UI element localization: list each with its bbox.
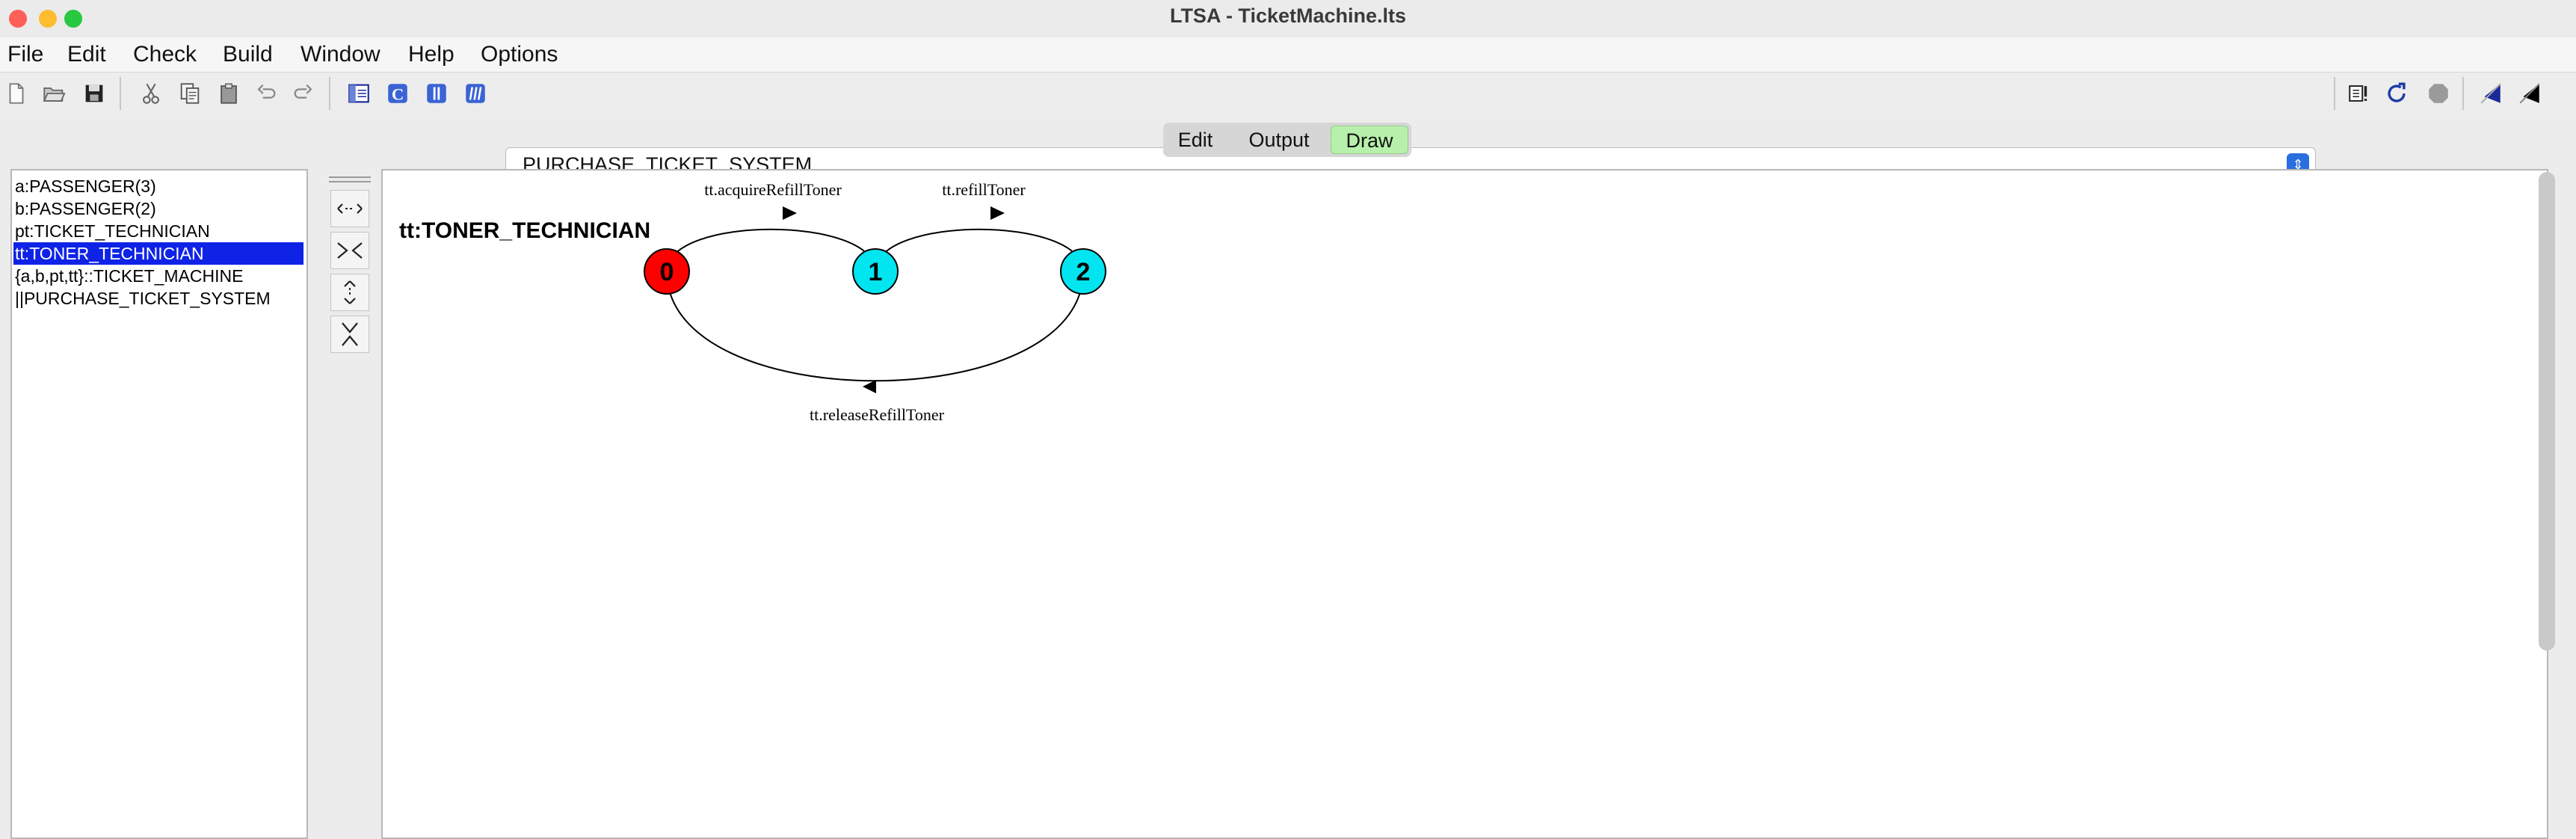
transition-arc: [875, 228, 1084, 272]
state-node-0[interactable]: [644, 248, 690, 295]
close-window-button[interactable]: [9, 10, 27, 28]
transition-label: tt.acquireRefillToner: [704, 180, 842, 199]
menu-file[interactable]: File: [7, 42, 44, 67]
stop-icon[interactable]: [2422, 77, 2455, 110]
list-item[interactable]: b:PASSENGER(2): [15, 199, 156, 218]
menu-bar: File Edit Check Build Window Help Option…: [0, 37, 2576, 73]
paste-icon[interactable]: [212, 77, 245, 110]
toolbar: C PURCHASE_TICKET_SYSTEM ⇕: [0, 73, 2576, 182]
list-item[interactable]: {a,b,pt,tt}::TICKET_MACHINE: [15, 266, 244, 286]
redo-icon[interactable]: [287, 77, 320, 110]
menu-build[interactable]: Build: [223, 42, 273, 67]
draw-icon[interactable]: [2474, 77, 2507, 110]
tab-output[interactable]: Output: [1248, 129, 1310, 151]
toolbar-separator: [329, 77, 330, 110]
stretch-vertical-icon[interactable]: [330, 274, 369, 311]
undo-icon[interactable]: [250, 77, 283, 110]
window-icon[interactable]: [342, 77, 375, 110]
menu-edit[interactable]: Edit: [67, 42, 106, 67]
new-file-icon[interactable]: [0, 77, 33, 110]
vertical-scrollbar[interactable]: [2539, 172, 2555, 651]
toolbar-separator: [120, 77, 121, 110]
menu-options[interactable]: Options: [481, 42, 558, 67]
state-label: 2: [1076, 258, 1091, 286]
tab-draw[interactable]: Draw: [1331, 126, 1408, 154]
draw-controls: [326, 169, 374, 839]
drag-handle[interactable]: [329, 181, 371, 182]
arrowhead-icon: [863, 380, 876, 393]
transition-label: tt.refillToner: [942, 180, 1026, 199]
shrink-vertical-icon[interactable]: [330, 316, 369, 353]
arrowhead-icon: [990, 206, 1005, 220]
title-bar: LTSA - TicketMachine.lts: [0, 0, 2576, 38]
drag-handle[interactable]: [329, 176, 371, 178]
cut-icon[interactable]: [135, 77, 167, 110]
zoom-window-button[interactable]: [64, 10, 82, 28]
state-label: 0: [660, 258, 674, 286]
reload-icon[interactable]: [2380, 77, 2413, 110]
view-tab-bar: Edit Output Draw: [1163, 123, 1411, 157]
alphabet-icon[interactable]: [459, 77, 492, 110]
list-item[interactable]: ||PURCHASE_TICKET_SYSTEM: [15, 289, 271, 308]
state-node-2[interactable]: [1060, 248, 1106, 295]
svg-text:C: C: [392, 85, 404, 104]
minimize-window-button[interactable]: [39, 10, 57, 28]
menu-window[interactable]: Window: [301, 42, 380, 67]
shrink-horizontal-icon[interactable]: [330, 232, 369, 269]
window-title: LTSA - TicketMachine.lts: [1169, 4, 1407, 27]
toolbar-separator: [2462, 77, 2464, 110]
draw-canvas[interactable]: tt:TONER_TECHNICIAN tt.acquireRefillTone…: [381, 169, 2548, 839]
state-node-1[interactable]: [852, 248, 899, 295]
transition-label: tt.releaseRefillToner: [810, 405, 945, 424]
toolbar-separator: [2334, 77, 2335, 110]
process-title: tt:TONER_TECHNICIAN: [399, 218, 651, 243]
transition-arc: [666, 228, 876, 272]
parallel-icon[interactable]: [420, 77, 453, 110]
animate-icon[interactable]: [2513, 77, 2546, 110]
menu-help[interactable]: Help: [408, 42, 455, 67]
list-item-selected[interactable]: tt:TONER_TECHNICIAN: [13, 242, 303, 265]
copy-icon[interactable]: [173, 77, 206, 110]
list-item[interactable]: pt:TICKET_TECHNICIAN: [15, 221, 210, 241]
select-stepper-icon[interactable]: ⇕: [2287, 153, 2309, 176]
state-label: 1: [869, 258, 883, 286]
arrowhead-icon: [783, 206, 797, 220]
build-icon[interactable]: [2343, 77, 2376, 110]
lts-diagram: tt.acquireRefillToner tt.refillToner tt.…: [644, 180, 1106, 424]
tab-edit[interactable]: Edit: [1177, 129, 1213, 151]
open-file-icon[interactable]: [37, 77, 70, 110]
stretch-horizontal-icon[interactable]: [330, 190, 369, 227]
process-list: a:PASSENGER(3) b:PASSENGER(2) pt:TICKET_…: [10, 169, 308, 839]
list-item[interactable]: a:PASSENGER(3): [15, 176, 156, 196]
save-icon[interactable]: [78, 77, 111, 110]
compile-icon[interactable]: C: [381, 77, 414, 110]
menu-check[interactable]: Check: [133, 42, 197, 67]
